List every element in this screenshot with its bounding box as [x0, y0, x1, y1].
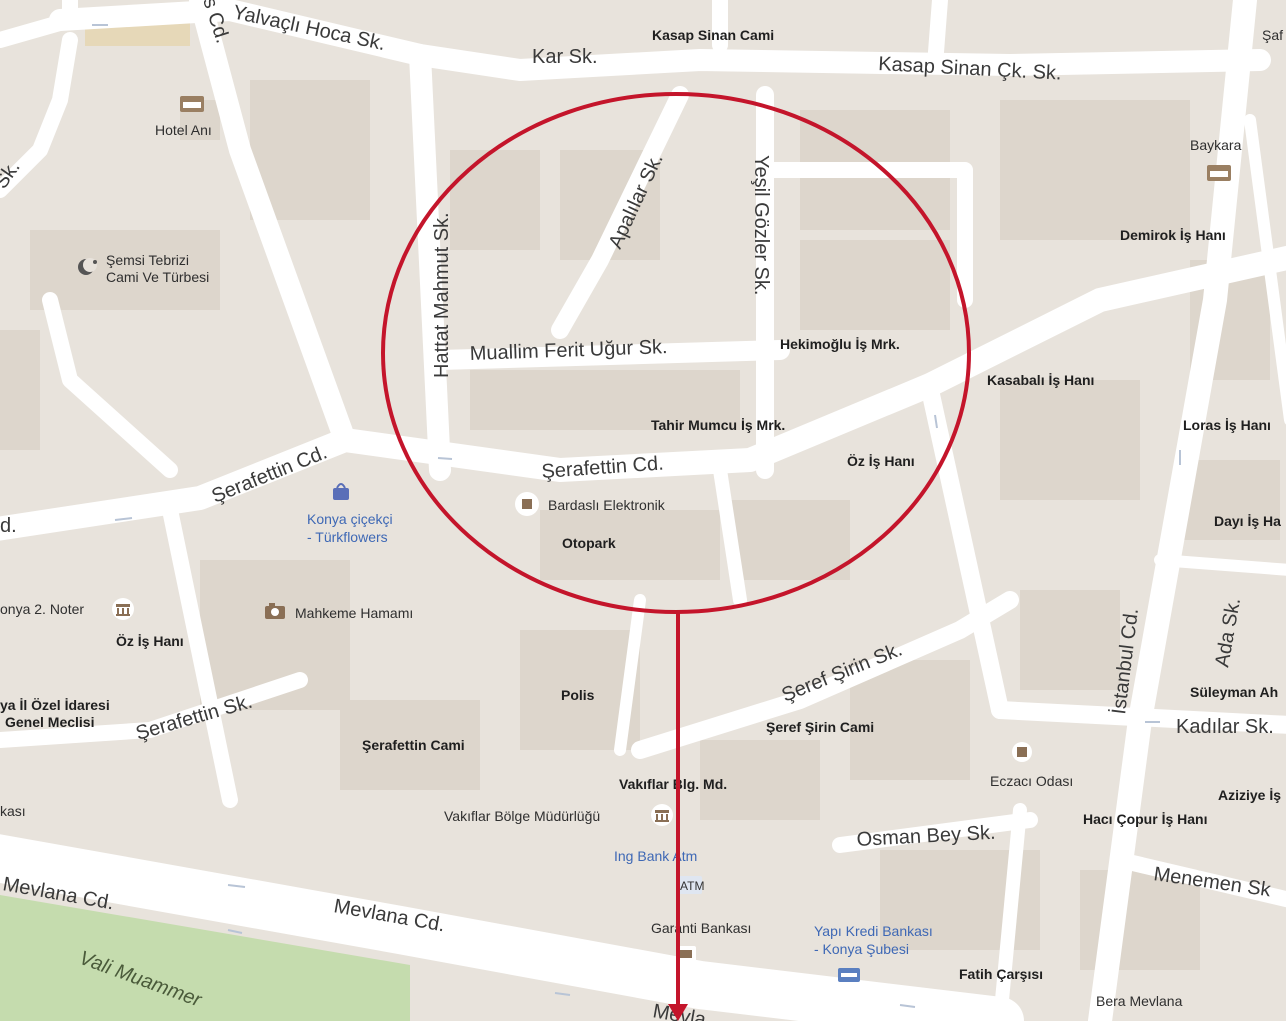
poi-oz-is-hani[interactable]: Öz İş Hanı: [847, 453, 915, 469]
camera-icon[interactable]: [265, 603, 285, 619]
poi-il-ozel-idaresi-2[interactable]: Genel Meclisi: [5, 714, 94, 730]
poi-bera-mevlana[interactable]: Bera Mevlana: [1096, 993, 1183, 1009]
atm-icon[interactable]: ATM: [676, 876, 704, 894]
poi-serafettin-cami[interactable]: Şerafettin Cami: [362, 737, 465, 753]
poi-baykara[interactable]: Baykara: [1190, 137, 1242, 153]
poi-dayi[interactable]: Dayı İş Ha: [1214, 513, 1281, 529]
street-label-kar: Kar Sk.: [532, 46, 598, 68]
poi-eczaci-odasi[interactable]: Eczacı Odası: [990, 773, 1073, 789]
street-label-yesil-gozler: Yeşil Gözler Sk.: [750, 155, 772, 295]
park-area: [0, 895, 410, 1021]
poi-vakiflar-bolge[interactable]: Vakıflar Bölge Müdürlüğü: [444, 808, 600, 824]
poi-polis[interactable]: Polis: [561, 687, 595, 703]
government-icon[interactable]: [651, 804, 673, 826]
poi-noter[interactable]: onya 2. Noter: [0, 601, 84, 617]
poi-bardasli[interactable]: Bardaslı Elektronik: [548, 497, 666, 513]
poi-yapi-kredi[interactable]: Yapı Kredi Bankası: [814, 923, 933, 939]
poi-loras[interactable]: Loras İş Hanı: [1183, 417, 1271, 433]
poi-hotel-ani[interactable]: Hotel Anı: [155, 122, 212, 138]
hotel-icon[interactable]: [1207, 165, 1231, 181]
poi-yapi-kredi-2[interactable]: - Konya Şubesi: [814, 941, 909, 957]
poi-hekimoglu[interactable]: Hekimoğlu İş Mrk.: [780, 336, 900, 352]
atm-label: ATM: [680, 879, 704, 893]
poi-vakiflar-blg[interactable]: Vakıflar Blg. Md.: [619, 776, 727, 792]
poi-tahir-mumcu[interactable]: Tahir Mumcu İş Mrk.: [651, 417, 785, 433]
poi-bankasi-edge[interactable]: kası: [0, 803, 26, 819]
poi-aziziye[interactable]: Aziziye İş: [1218, 787, 1281, 803]
poi-kasap-sinan-cami[interactable]: Kasap Sinan Cami: [652, 27, 774, 43]
poi-suleyman[interactable]: Süleyman Ah: [1190, 684, 1278, 700]
poi-saf[interactable]: Şaf: [1262, 27, 1283, 43]
poi-mahkeme-hamami[interactable]: Mahkeme Hamamı: [295, 605, 413, 621]
poi-fatih-carsisi[interactable]: Fatih Çarşısı: [959, 966, 1043, 982]
poi-ing-bank-atm[interactable]: Ing Bank Atm: [614, 848, 697, 864]
bank-card-icon[interactable]: [838, 968, 860, 982]
pointer-arrow-head: [668, 1004, 688, 1021]
poi-seref-sirin-cami[interactable]: Şeref Şirin Cami: [766, 719, 874, 735]
poi-kasabali[interactable]: Kasabalı İş Hanı: [987, 372, 1094, 388]
poi-konya-cicekci-2[interactable]: - Türkflowers: [307, 529, 388, 545]
shopping-bag-icon[interactable]: [331, 482, 351, 502]
store-icon[interactable]: [1012, 742, 1032, 762]
poi-oz-is-hani-2[interactable]: Öz İş Hanı: [116, 633, 184, 649]
poi-semsi-tebrizi[interactable]: Şemsi Tebrizi: [106, 252, 189, 268]
poi-demirok[interactable]: Demirok İş Hanı: [1120, 227, 1226, 243]
mosque-icon[interactable]: [78, 258, 97, 275]
one-way-arrows: [92, 24, 1181, 1008]
street-label-hattat-mahmut: Hattat Mahmut Sk.: [431, 212, 453, 378]
poi-konya-cicekci[interactable]: Konya çiçekçi: [307, 511, 393, 527]
government-icon[interactable]: [112, 598, 134, 620]
poi-otopark[interactable]: Otopark: [562, 535, 616, 551]
hotel-icon[interactable]: [180, 96, 204, 112]
street-label-kadilar: Kadılar Sk.: [1176, 716, 1274, 738]
street-label-serafettin-cd-edge: d.: [0, 515, 17, 537]
poi-il-ozel-idaresi[interactable]: ya İl Özel İdaresi: [0, 697, 110, 713]
poi-semsi-tebrizi-2[interactable]: Cami Ve Türbesi: [106, 269, 209, 285]
poi-haci-copur[interactable]: Hacı Çopur İş Hanı: [1083, 811, 1207, 827]
poi-garanti[interactable]: Garanti Bankası: [651, 920, 751, 936]
store-icon[interactable]: [515, 492, 539, 516]
bank-icon[interactable]: [676, 946, 696, 962]
